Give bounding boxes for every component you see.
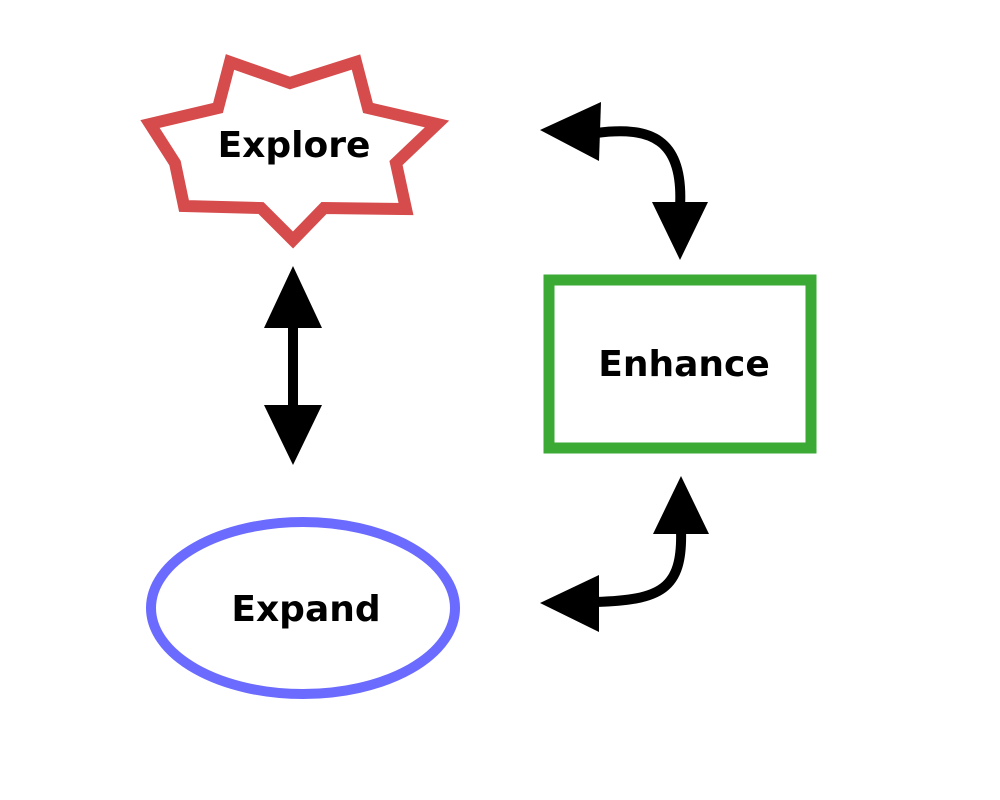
arrow-explore-expand: [264, 266, 322, 465]
arrow-head-left: [540, 102, 601, 161]
explore-label: Explore: [218, 125, 371, 166]
arrow-head-left: [540, 575, 599, 632]
expand-ellipse-shape: [146, 517, 460, 699]
explore-node: Explore: [140, 54, 450, 249]
enhance-rectangle-shape: [543, 274, 817, 454]
explore-star-shape: [140, 54, 450, 249]
arrow-head-down: [652, 202, 708, 260]
arrow-explore-enhance: [540, 102, 708, 260]
expand-label: Expand: [231, 589, 380, 630]
arrow-shaft: [595, 126, 686, 208]
expand-node: Expand: [146, 517, 460, 699]
arrow-head-up: [653, 476, 709, 534]
enhance-node: Enhance: [543, 274, 817, 454]
enhance-label: Enhance: [598, 344, 770, 385]
arrow-expand-enhance: [540, 476, 709, 632]
arrow-head-down: [264, 405, 322, 465]
arrow-head-up: [264, 266, 322, 328]
arrow-shaft: [595, 529, 687, 607]
